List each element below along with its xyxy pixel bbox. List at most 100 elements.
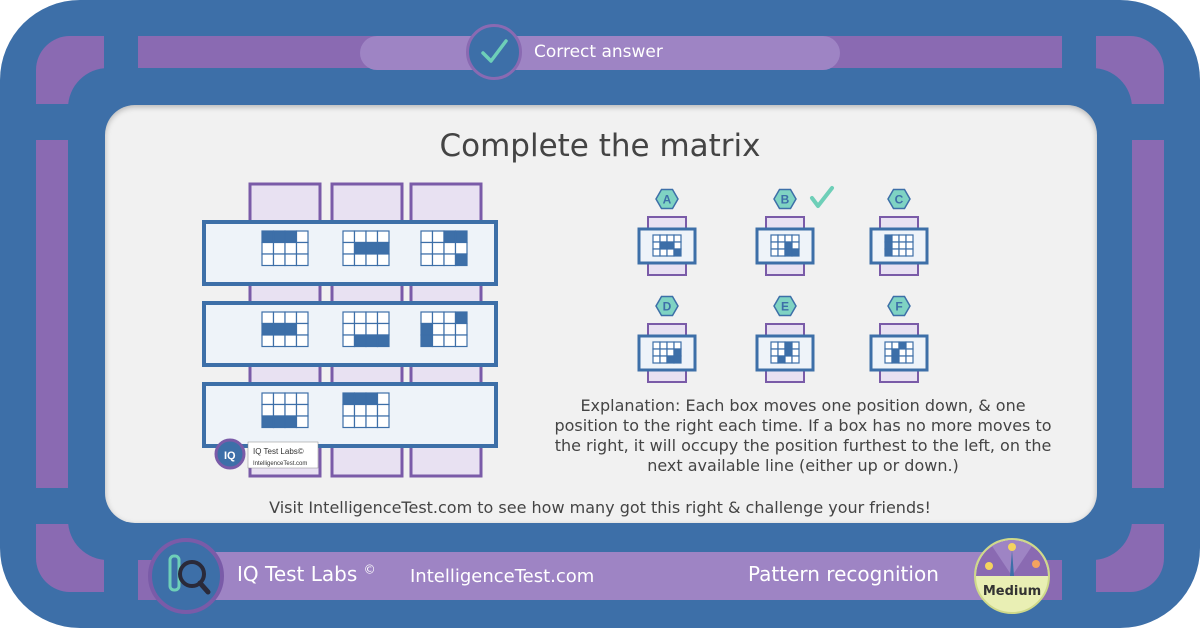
grid-cell-filled	[884, 248, 893, 257]
option-d[interactable]: D	[637, 295, 727, 395]
correct-check-icon	[810, 186, 834, 208]
option-b[interactable]: B	[755, 186, 845, 288]
grid-cell	[898, 355, 907, 364]
grid-cell	[784, 355, 793, 364]
option-e[interactable]: E	[755, 295, 845, 395]
grid-cell	[353, 415, 367, 429]
grid-cell	[431, 230, 445, 244]
grid-cell	[891, 241, 900, 250]
grid-cell	[420, 311, 434, 325]
footer-brand-name: IQ Test Labs	[237, 562, 358, 586]
svg-text:IQ: IQ	[224, 450, 236, 462]
grid-cell	[791, 241, 800, 250]
grid-cell	[342, 311, 356, 325]
grid-cell	[353, 322, 367, 336]
grid-cell	[431, 322, 445, 336]
grid-cell-filled	[261, 230, 275, 244]
matrix-cell-0-2	[420, 230, 468, 267]
grid-cell	[261, 334, 275, 348]
grid-cell	[905, 234, 914, 243]
grid-cell-filled	[272, 322, 286, 336]
grid-cell	[376, 253, 390, 267]
grid-cell	[295, 334, 309, 348]
grid-cell	[652, 234, 661, 243]
grid-cell	[777, 348, 786, 357]
footer-site: IntelligenceTest.com	[410, 566, 595, 587]
grid-cell	[376, 403, 390, 417]
option-label: A	[663, 193, 672, 207]
grid-cell	[791, 341, 800, 350]
grid-cell-filled	[376, 241, 390, 255]
grid-cell-filled	[666, 355, 675, 364]
option-badge	[655, 295, 679, 317]
frame-accent-right	[1130, 140, 1164, 488]
option-a[interactable]: A	[637, 188, 727, 288]
grid-cell	[272, 311, 286, 325]
grid-cell	[353, 253, 367, 267]
grid-cell	[365, 403, 379, 417]
grid-cell	[673, 234, 682, 243]
grid-cell	[652, 241, 661, 250]
page-title: Complete the matrix	[439, 128, 761, 164]
grid-cell	[353, 230, 367, 244]
footer-bar	[160, 552, 1040, 600]
grid-cell	[261, 392, 275, 406]
grid-cell	[791, 348, 800, 357]
grid-cell	[431, 334, 445, 348]
grid-cell	[443, 311, 457, 325]
grid-cell	[284, 334, 298, 348]
grid-cell	[443, 334, 457, 348]
matrix-cell-0-0	[261, 230, 309, 267]
grid-cell-filled	[891, 355, 900, 364]
matrix-cell-1-1	[342, 311, 390, 348]
grid-cell	[342, 403, 356, 417]
pattern-matrix: IQ IQ Test Labs© IntelligenceTest.com	[202, 182, 498, 478]
grid-cell	[652, 341, 661, 350]
option-label: D	[663, 300, 672, 314]
grid-cell	[295, 311, 309, 325]
grid-cell	[431, 311, 445, 325]
option-badge	[887, 295, 911, 317]
grid-cell	[342, 322, 356, 336]
grid-cell-filled	[784, 341, 793, 350]
footer-brand: IQ Test Labs ©	[237, 562, 376, 586]
grid-cell	[353, 311, 367, 325]
grid-cell-filled	[443, 230, 457, 244]
grid-cell	[905, 355, 914, 364]
grid-cell	[420, 253, 434, 267]
option-grid	[770, 234, 800, 257]
option-badge	[773, 295, 797, 317]
grid-cell	[376, 322, 390, 336]
grid-cell-filled	[454, 230, 468, 244]
grid-cell-filled	[284, 230, 298, 244]
option-c[interactable]: C	[869, 188, 959, 288]
grid-cell-filled	[673, 348, 682, 357]
grid-cell	[342, 241, 356, 255]
grid-cell	[891, 248, 900, 257]
option-grid	[770, 341, 800, 364]
grid-cell-filled	[673, 355, 682, 364]
grid-cell	[443, 253, 457, 267]
grid-cell	[791, 355, 800, 364]
grid-cell-filled	[784, 241, 793, 250]
option-label: E	[781, 300, 789, 314]
grid-cell	[272, 403, 286, 417]
frame-accent-left	[36, 140, 70, 488]
status-text: Correct answer	[534, 42, 663, 62]
grid-cell	[666, 248, 675, 257]
grid-cell	[353, 403, 367, 417]
grid-cell-filled	[353, 334, 367, 348]
grid-cell-filled	[673, 248, 682, 257]
watermark-logo-icon	[214, 438, 246, 470]
grid-cell	[365, 253, 379, 267]
grid-cell-filled	[777, 355, 786, 364]
difficulty-label: Medium	[982, 584, 1042, 599]
option-grid	[884, 234, 914, 257]
grid-cell	[272, 392, 286, 406]
grid-cell	[659, 355, 668, 364]
grid-cell	[898, 234, 907, 243]
grid-cell-filled	[659, 241, 668, 250]
option-f[interactable]: F	[869, 295, 959, 395]
grid-cell	[376, 392, 390, 406]
grid-cell-filled	[891, 348, 900, 357]
